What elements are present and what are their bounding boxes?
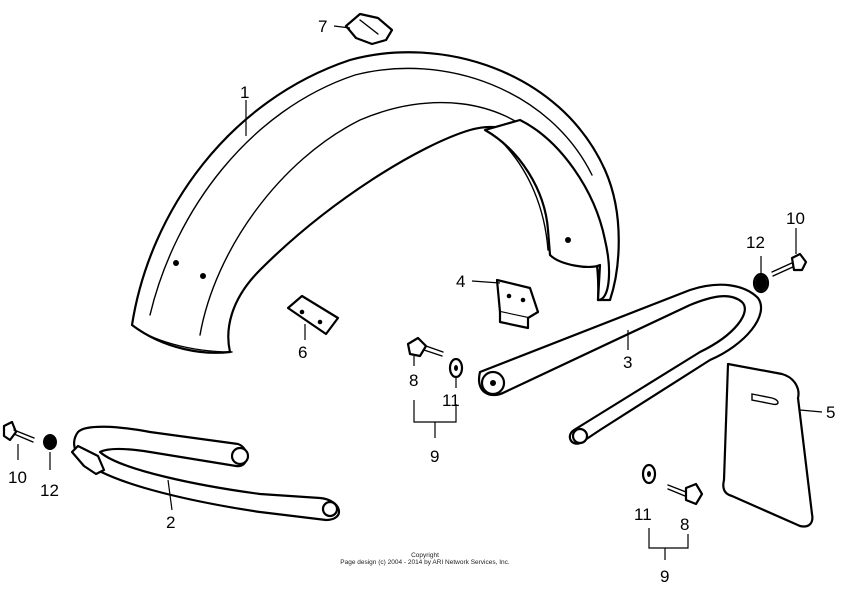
copyright-title: Copyright bbox=[411, 552, 439, 559]
callout-washer-right: 11 bbox=[634, 505, 652, 524]
small-bolt-right-part bbox=[771, 252, 808, 277]
callout-cap-left: 12 bbox=[40, 481, 59, 500]
clip-part bbox=[344, 12, 394, 46]
callout-washer-left: 11 bbox=[442, 391, 460, 410]
callout-bolt-small-left: 10 bbox=[8, 468, 27, 487]
cap-right-part bbox=[752, 272, 770, 294]
copyright-text: Page design (c) 2004 - 2014 by ARI Netwo… bbox=[340, 559, 510, 566]
callout-upper-stay: 3 bbox=[623, 353, 632, 372]
callout-side-bracket: 6 bbox=[298, 343, 307, 362]
side-bracket-part bbox=[286, 294, 340, 336]
bolt-left-part bbox=[406, 336, 444, 358]
callout-cap-right: 12 bbox=[746, 233, 765, 252]
callout-set-left: 9 bbox=[430, 447, 439, 466]
lower-stay-part bbox=[70, 425, 340, 522]
callout-labels: 1 7 4 6 3 5 2 8 11 9 10 12 10 12 11 8 9 bbox=[8, 17, 835, 586]
fender-part bbox=[130, 51, 620, 354]
callout-bolt-small-right: 10 bbox=[786, 209, 805, 228]
callout-set-right: 9 bbox=[660, 567, 669, 586]
callout-fender: 1 bbox=[240, 83, 249, 102]
callout-bolt-right: 8 bbox=[680, 515, 689, 534]
washer-right-part bbox=[641, 463, 657, 485]
callout-center-bracket: 4 bbox=[456, 272, 465, 291]
center-bracket-part bbox=[495, 278, 540, 330]
cap-left-part bbox=[43, 434, 57, 450]
callout-mud-flap: 5 bbox=[826, 403, 835, 422]
callout-lower-stay: 2 bbox=[166, 513, 175, 532]
mud-flap-part bbox=[722, 362, 814, 528]
callout-bolt-left: 8 bbox=[409, 371, 418, 390]
leader-lines bbox=[17, 25, 823, 560]
small-bolt-left-part bbox=[2, 420, 35, 443]
callout-clip: 7 bbox=[318, 17, 327, 36]
washer-left-part bbox=[448, 357, 464, 379]
bolt-right-part bbox=[667, 482, 704, 506]
upper-stay-part bbox=[477, 283, 763, 445]
